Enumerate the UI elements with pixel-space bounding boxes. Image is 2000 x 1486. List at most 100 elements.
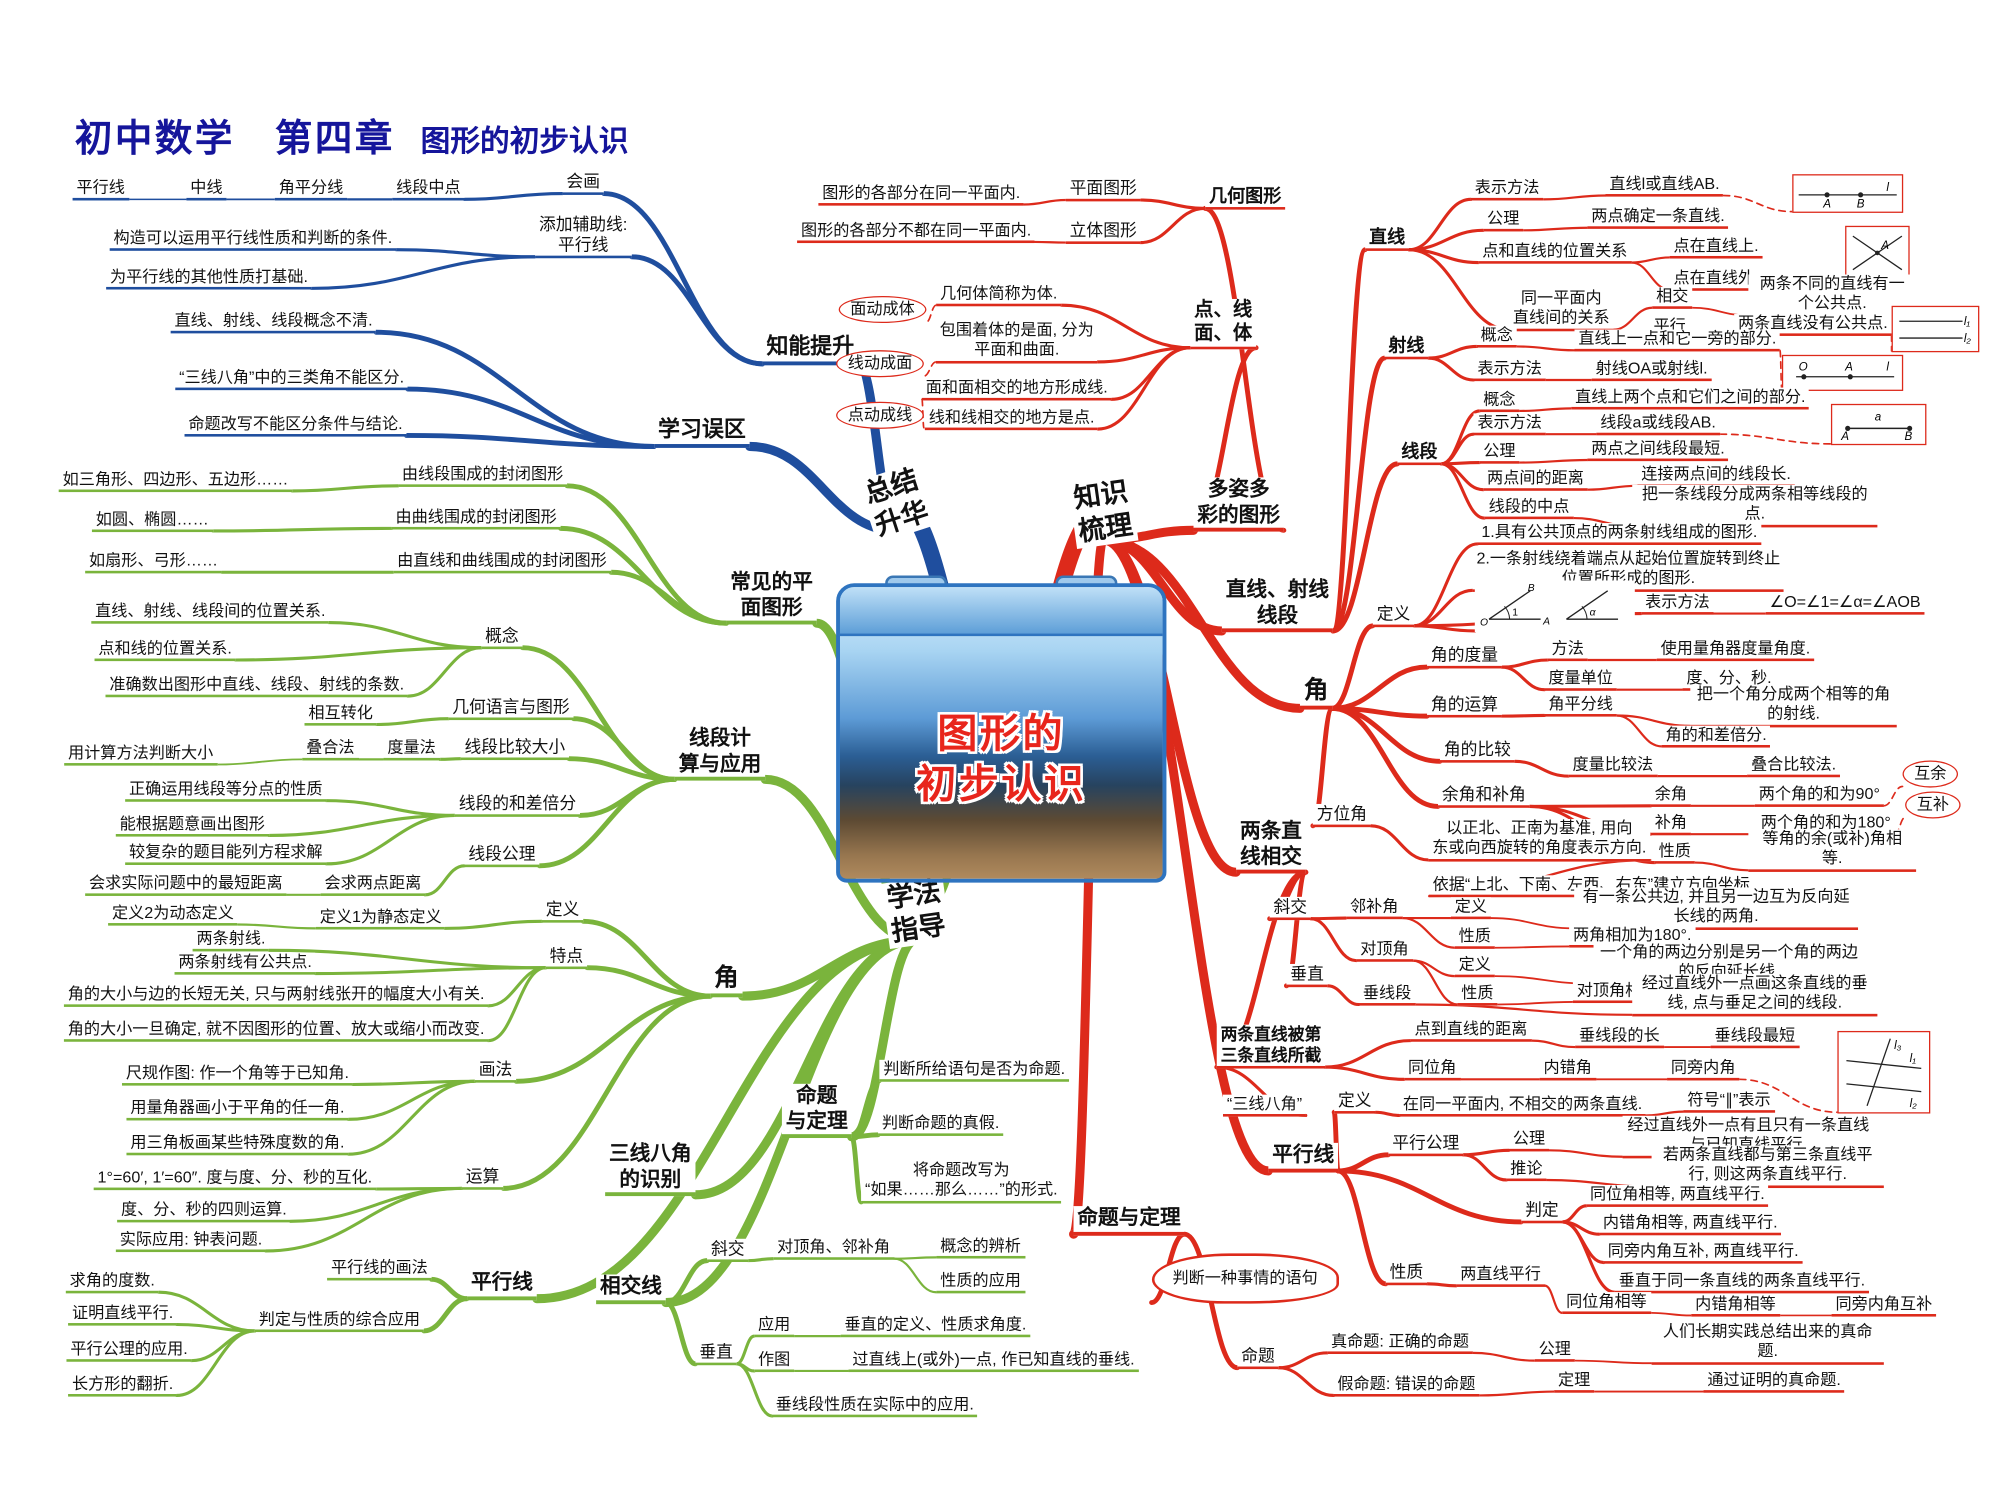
node-r55: 角的度量 xyxy=(1427,645,1502,669)
node-r30: 射线 xyxy=(1384,334,1429,360)
node-r108: 公理 xyxy=(1508,1129,1550,1152)
node-r63: 角的和差倍分. xyxy=(1661,725,1771,748)
branch-line-r85 xyxy=(1493,945,1570,949)
node-b4: 线段中点 xyxy=(392,178,465,201)
node-r80: 斜交 xyxy=(1269,896,1311,920)
node-r18: 公理 xyxy=(1483,209,1524,232)
branch-line-b10 xyxy=(310,255,537,290)
node-r47: 把一条线段分成两条相等线段的点. xyxy=(1632,484,1878,527)
branch-line-g35 xyxy=(486,966,548,1043)
node-r98: 同位角 xyxy=(1404,1058,1461,1081)
node-g23: 较复杂的题目能列方程求解 xyxy=(125,843,327,866)
node-g17: 度量法 xyxy=(383,738,440,761)
node-b13: “三线八角”中的三类角不能区分. xyxy=(175,368,408,391)
node-r39: 表示方法 xyxy=(1473,413,1546,436)
node-g40: 运算 xyxy=(461,1166,504,1190)
node-g47: 判断命题的真假. xyxy=(878,1114,1004,1137)
node-r57: 使用量角器度量角度. xyxy=(1656,639,1815,662)
node-r115: 同旁内角互补, 两直线平行. xyxy=(1603,1241,1803,1265)
svg-text:l₂: l₂ xyxy=(1910,1097,1918,1110)
node-r83: 有一条公共边, 并且另一边互为反向延长线的两角. xyxy=(1574,887,1859,930)
node-g4: 如三角形、四边形、五边形…… xyxy=(58,470,293,493)
node-r99: 内错角 xyxy=(1539,1058,1596,1081)
node-r24: 同一平面内 直线间的关系 xyxy=(1508,288,1614,331)
node-r116: 垂直于同一条直线的两条直线平行. xyxy=(1614,1271,1869,1294)
central-topic: 图形的初步认识 xyxy=(836,575,1167,883)
node-r53: 表示方法 xyxy=(1641,592,1714,615)
node-r25: 相交 xyxy=(1652,286,1693,310)
branch-line-r129 xyxy=(1478,1390,1556,1397)
node-r5: 图形的各部分在同一平面内. xyxy=(818,183,1025,206)
node-r64: 角的比较 xyxy=(1439,739,1515,763)
branch-line-r61 xyxy=(1500,713,1547,718)
branch-line-g40 xyxy=(500,993,713,1191)
branch-line-r9b xyxy=(925,304,937,323)
branch-line-g24 xyxy=(536,776,678,869)
node-r122: 命题与定理 xyxy=(1073,1206,1185,1236)
branch-line-r98 xyxy=(1323,1065,1406,1081)
node-r107: 平行公理 xyxy=(1388,1132,1464,1157)
branch-line-b14 xyxy=(403,433,657,449)
node-r19: 两点确定一条直线. xyxy=(1587,206,1729,230)
node-r126: 公理 xyxy=(1534,1339,1575,1363)
node-g9: 线段计 算与应用 xyxy=(674,726,766,781)
svg-text:l₁: l₁ xyxy=(1964,315,1971,328)
node-r106: 符号“∥”表示 xyxy=(1683,1090,1775,1114)
branch-line-r92 xyxy=(1326,984,1361,1007)
branch-line-g59 xyxy=(735,1362,774,1418)
node-r61: 角平分线 xyxy=(1544,694,1617,717)
node-r34: 表示方法 xyxy=(1473,359,1546,382)
node-r89: 性质 xyxy=(1457,983,1498,1006)
branch-line-r36 xyxy=(1330,461,1400,634)
node-g35: 角的大小一旦确定, 就不因图形的位置、放大或缩小而改变. xyxy=(63,1019,489,1043)
node-r104: 定义 xyxy=(1334,1090,1376,1114)
node-r121: 同旁内角互补 xyxy=(1831,1294,1937,1317)
node-g38: 用量角器画小于平角的任一角. xyxy=(126,1098,349,1121)
node-r40: 线段a或线段AB. xyxy=(1596,413,1720,436)
branch-line-r43 xyxy=(1518,458,1589,464)
node-g56: 垂直的定义、性质求角度. xyxy=(840,1315,1031,1338)
branch-line-r119 xyxy=(1544,1284,1564,1314)
branch-line-r16 xyxy=(1542,194,1607,201)
branch-line-r93 xyxy=(1414,1003,1634,1016)
branch-line-g36 xyxy=(513,993,713,1084)
node-r12: 线和线相交的地方是点. xyxy=(924,408,1099,431)
node-r94: 两条直线被第 三条直线所截 xyxy=(1216,1024,1326,1069)
node-r32: 直线上一点和它一旁的部分. xyxy=(1574,329,1781,352)
node-g31: 特点 xyxy=(545,945,588,969)
node-r81: 邻补角 xyxy=(1346,897,1403,920)
svg-text:α: α xyxy=(1590,607,1597,618)
node-g37: 尺规作图: 作一个角等于已知角. xyxy=(121,1063,353,1086)
node-r35: 射线OA或射线l. xyxy=(1591,359,1712,382)
node-g5: 由曲线围成的封闭图形 xyxy=(391,507,561,530)
node-g50: 斜交 xyxy=(707,1238,749,1262)
node-g64: 证明直线平行. xyxy=(68,1303,178,1326)
node-g24: 线段公理 xyxy=(464,843,540,867)
node-r62: 把一个角分成两个相等的角的射线. xyxy=(1690,684,1897,727)
node-r1: 知识 梳理 xyxy=(1067,475,1139,550)
node-b6: 中线 xyxy=(186,178,227,201)
node-r22: 点在直线外. xyxy=(1669,268,1763,292)
node-r127: 人们长期实践总结出来的真命题. xyxy=(1651,1322,1884,1365)
branch-line-g25 xyxy=(423,864,467,897)
branch-line-r127 xyxy=(1573,1359,1653,1365)
branch-line-r105 xyxy=(1373,1110,1401,1118)
node-g8: 如扇形、弓形…… xyxy=(85,551,222,574)
node-g21: 正确运用线段等分点的性质 xyxy=(125,779,327,803)
node-r48: 角 xyxy=(1299,676,1333,710)
branch-line-r120 xyxy=(1650,1311,1692,1317)
node-r46: 线段的中点 xyxy=(1484,497,1574,520)
branch-line-r67 xyxy=(1329,705,1441,809)
node-r15: 表示方法 xyxy=(1470,178,1544,201)
branch-line-r38 xyxy=(1518,407,1573,413)
node-r85: 两角相加为180°. xyxy=(1569,925,1696,948)
node-g12: 点和线的位置关系. xyxy=(94,639,236,662)
svg-text:A: A xyxy=(1822,198,1831,209)
node-g16: 线段比较大小 xyxy=(460,736,570,760)
node-r3: 几何图形 xyxy=(1205,185,1286,210)
node-r36: 线段 xyxy=(1397,440,1442,466)
